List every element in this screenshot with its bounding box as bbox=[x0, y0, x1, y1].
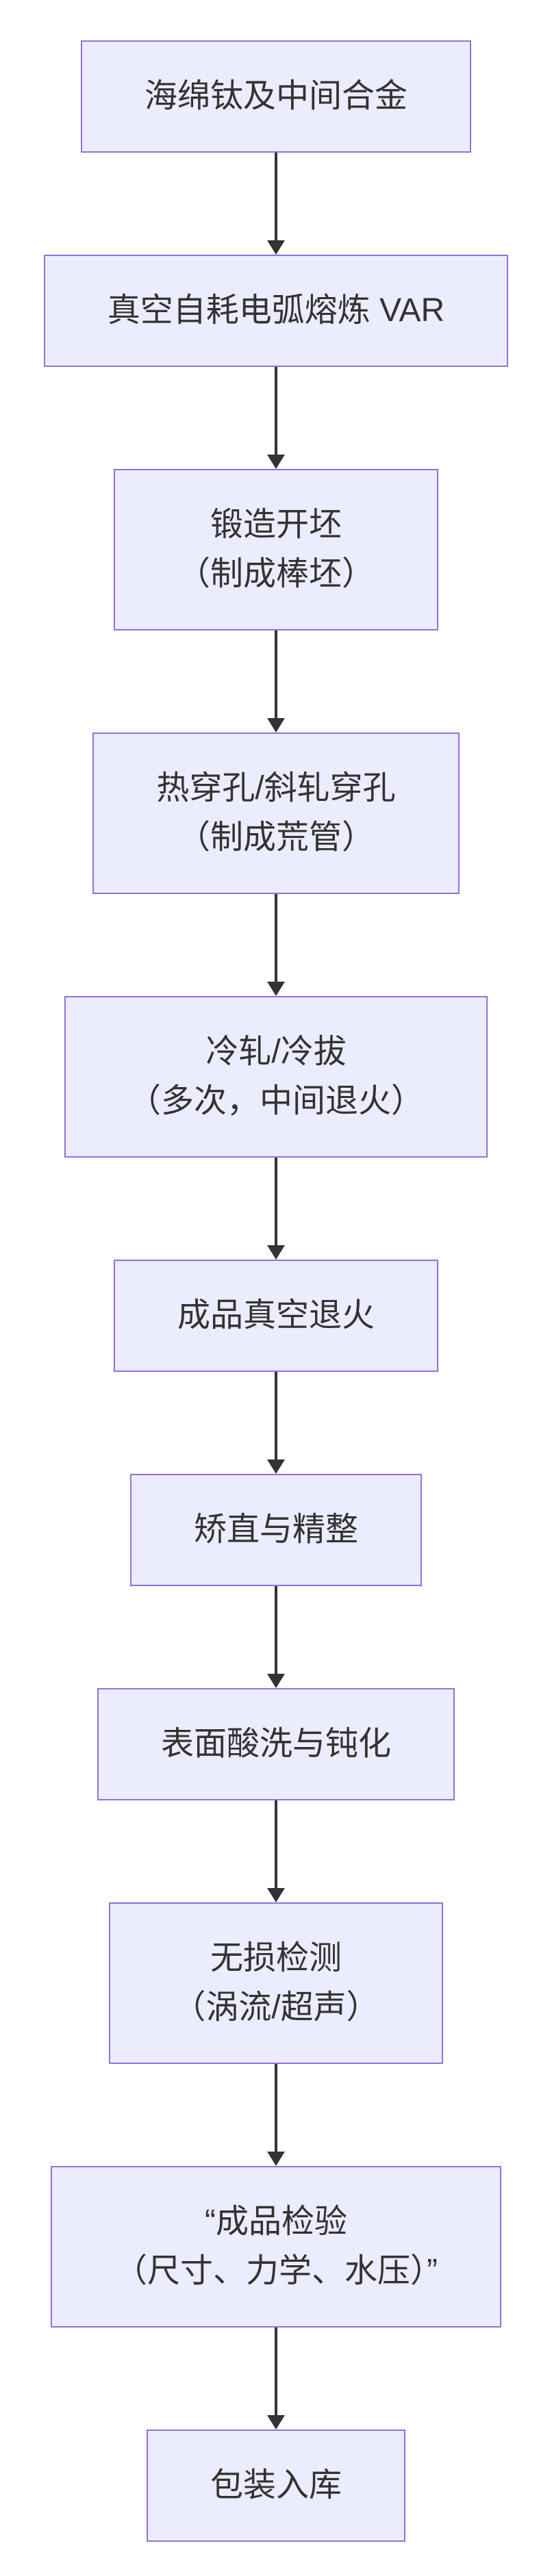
flow-node-line: 无损检测 bbox=[210, 1940, 342, 1976]
flow-node-line: （涡流/超声） bbox=[173, 1989, 379, 2026]
arrow-line bbox=[275, 153, 277, 240]
flow-arrow bbox=[267, 2064, 285, 2166]
flow-node-line: （尺寸、力学、水压）” bbox=[114, 2253, 438, 2289]
flow-node-6: 成品真空退火 bbox=[113, 1260, 438, 1372]
arrow-line bbox=[275, 1158, 277, 1245]
flow-node-8: 表面酸洗与钝化 bbox=[97, 1688, 455, 1800]
arrow-head-icon bbox=[267, 455, 285, 469]
arrow-head-icon bbox=[267, 1674, 285, 1688]
flow-node-2: 真空自耗电弧熔炼 VAR bbox=[43, 255, 509, 367]
flow-arrow bbox=[267, 894, 285, 996]
arrow-line bbox=[275, 1586, 277, 1674]
flow-node-line: （多次，中间退火） bbox=[127, 1083, 424, 1119]
flow-node-4: 热穿孔/斜轧穿孔 （制成荒管） bbox=[92, 732, 460, 894]
flow-arrow bbox=[267, 1800, 285, 1902]
arrow-line bbox=[275, 1800, 277, 1888]
flow-node-10: “成品检验 （尺寸、力学、水压）” bbox=[51, 2166, 501, 2328]
arrow-line bbox=[275, 2328, 277, 2415]
flow-node-line: 成品真空退火 bbox=[177, 1297, 375, 1334]
flow-node-9: 无损检测 （涡流/超声） bbox=[109, 1902, 443, 2064]
flow-node-line: 热穿孔/斜轧穿孔 bbox=[156, 770, 396, 806]
flow-node-line: （制成棒坯） bbox=[177, 556, 375, 592]
flow-node-line: 真空自耗电弧熔炼 VAR bbox=[107, 292, 445, 329]
arrow-head-icon bbox=[267, 1245, 285, 1260]
arrow-head-icon bbox=[267, 2415, 285, 2430]
flow-node-11: 包装入库 bbox=[146, 2430, 405, 2542]
flow-node-line: 矫直与精整 bbox=[193, 1512, 358, 1548]
flow-node-line: （制成荒管） bbox=[177, 819, 375, 856]
flow-node-line: 冷轧/冷拔 bbox=[205, 1034, 347, 1070]
flow-node-line: 表面酸洗与钝化 bbox=[160, 1726, 391, 1762]
flow-arrow bbox=[267, 367, 285, 469]
flow-node-7: 矫直与精整 bbox=[129, 1474, 422, 1586]
arrow-head-icon bbox=[267, 2152, 285, 2166]
arrow-line bbox=[275, 2064, 277, 2152]
flow-arrow bbox=[267, 1586, 285, 1688]
flow-node-line: 包装入库 bbox=[210, 2467, 342, 2503]
arrow-line bbox=[275, 894, 277, 982]
flow-node-1: 海绵钛及中间合金 bbox=[80, 40, 471, 153]
arrow-line bbox=[275, 630, 277, 718]
arrow-head-icon bbox=[267, 1459, 285, 1474]
flow-arrow bbox=[267, 1372, 285, 1474]
arrow-head-icon bbox=[267, 240, 285, 255]
flow-node-line: 海绵钛及中间合金 bbox=[144, 78, 407, 114]
flow-arrow bbox=[267, 2328, 285, 2430]
flow-arrow bbox=[267, 153, 285, 255]
flow-arrow bbox=[267, 1158, 285, 1260]
flow-node-line: 锻造开坯 bbox=[210, 507, 342, 543]
flow-arrow bbox=[267, 630, 285, 732]
arrow-head-icon bbox=[267, 718, 285, 732]
arrow-head-icon bbox=[267, 982, 285, 996]
arrow-line bbox=[275, 1372, 277, 1459]
flow-node-3: 锻造开坯 （制成棒坯） bbox=[113, 469, 438, 630]
arrow-head-icon bbox=[267, 1888, 285, 1902]
flow-node-5: 冷轧/冷拔 （多次，中间退火） bbox=[64, 996, 488, 1158]
arrow-line bbox=[275, 367, 277, 455]
flow-node-line: “成品检验 bbox=[205, 2204, 347, 2240]
